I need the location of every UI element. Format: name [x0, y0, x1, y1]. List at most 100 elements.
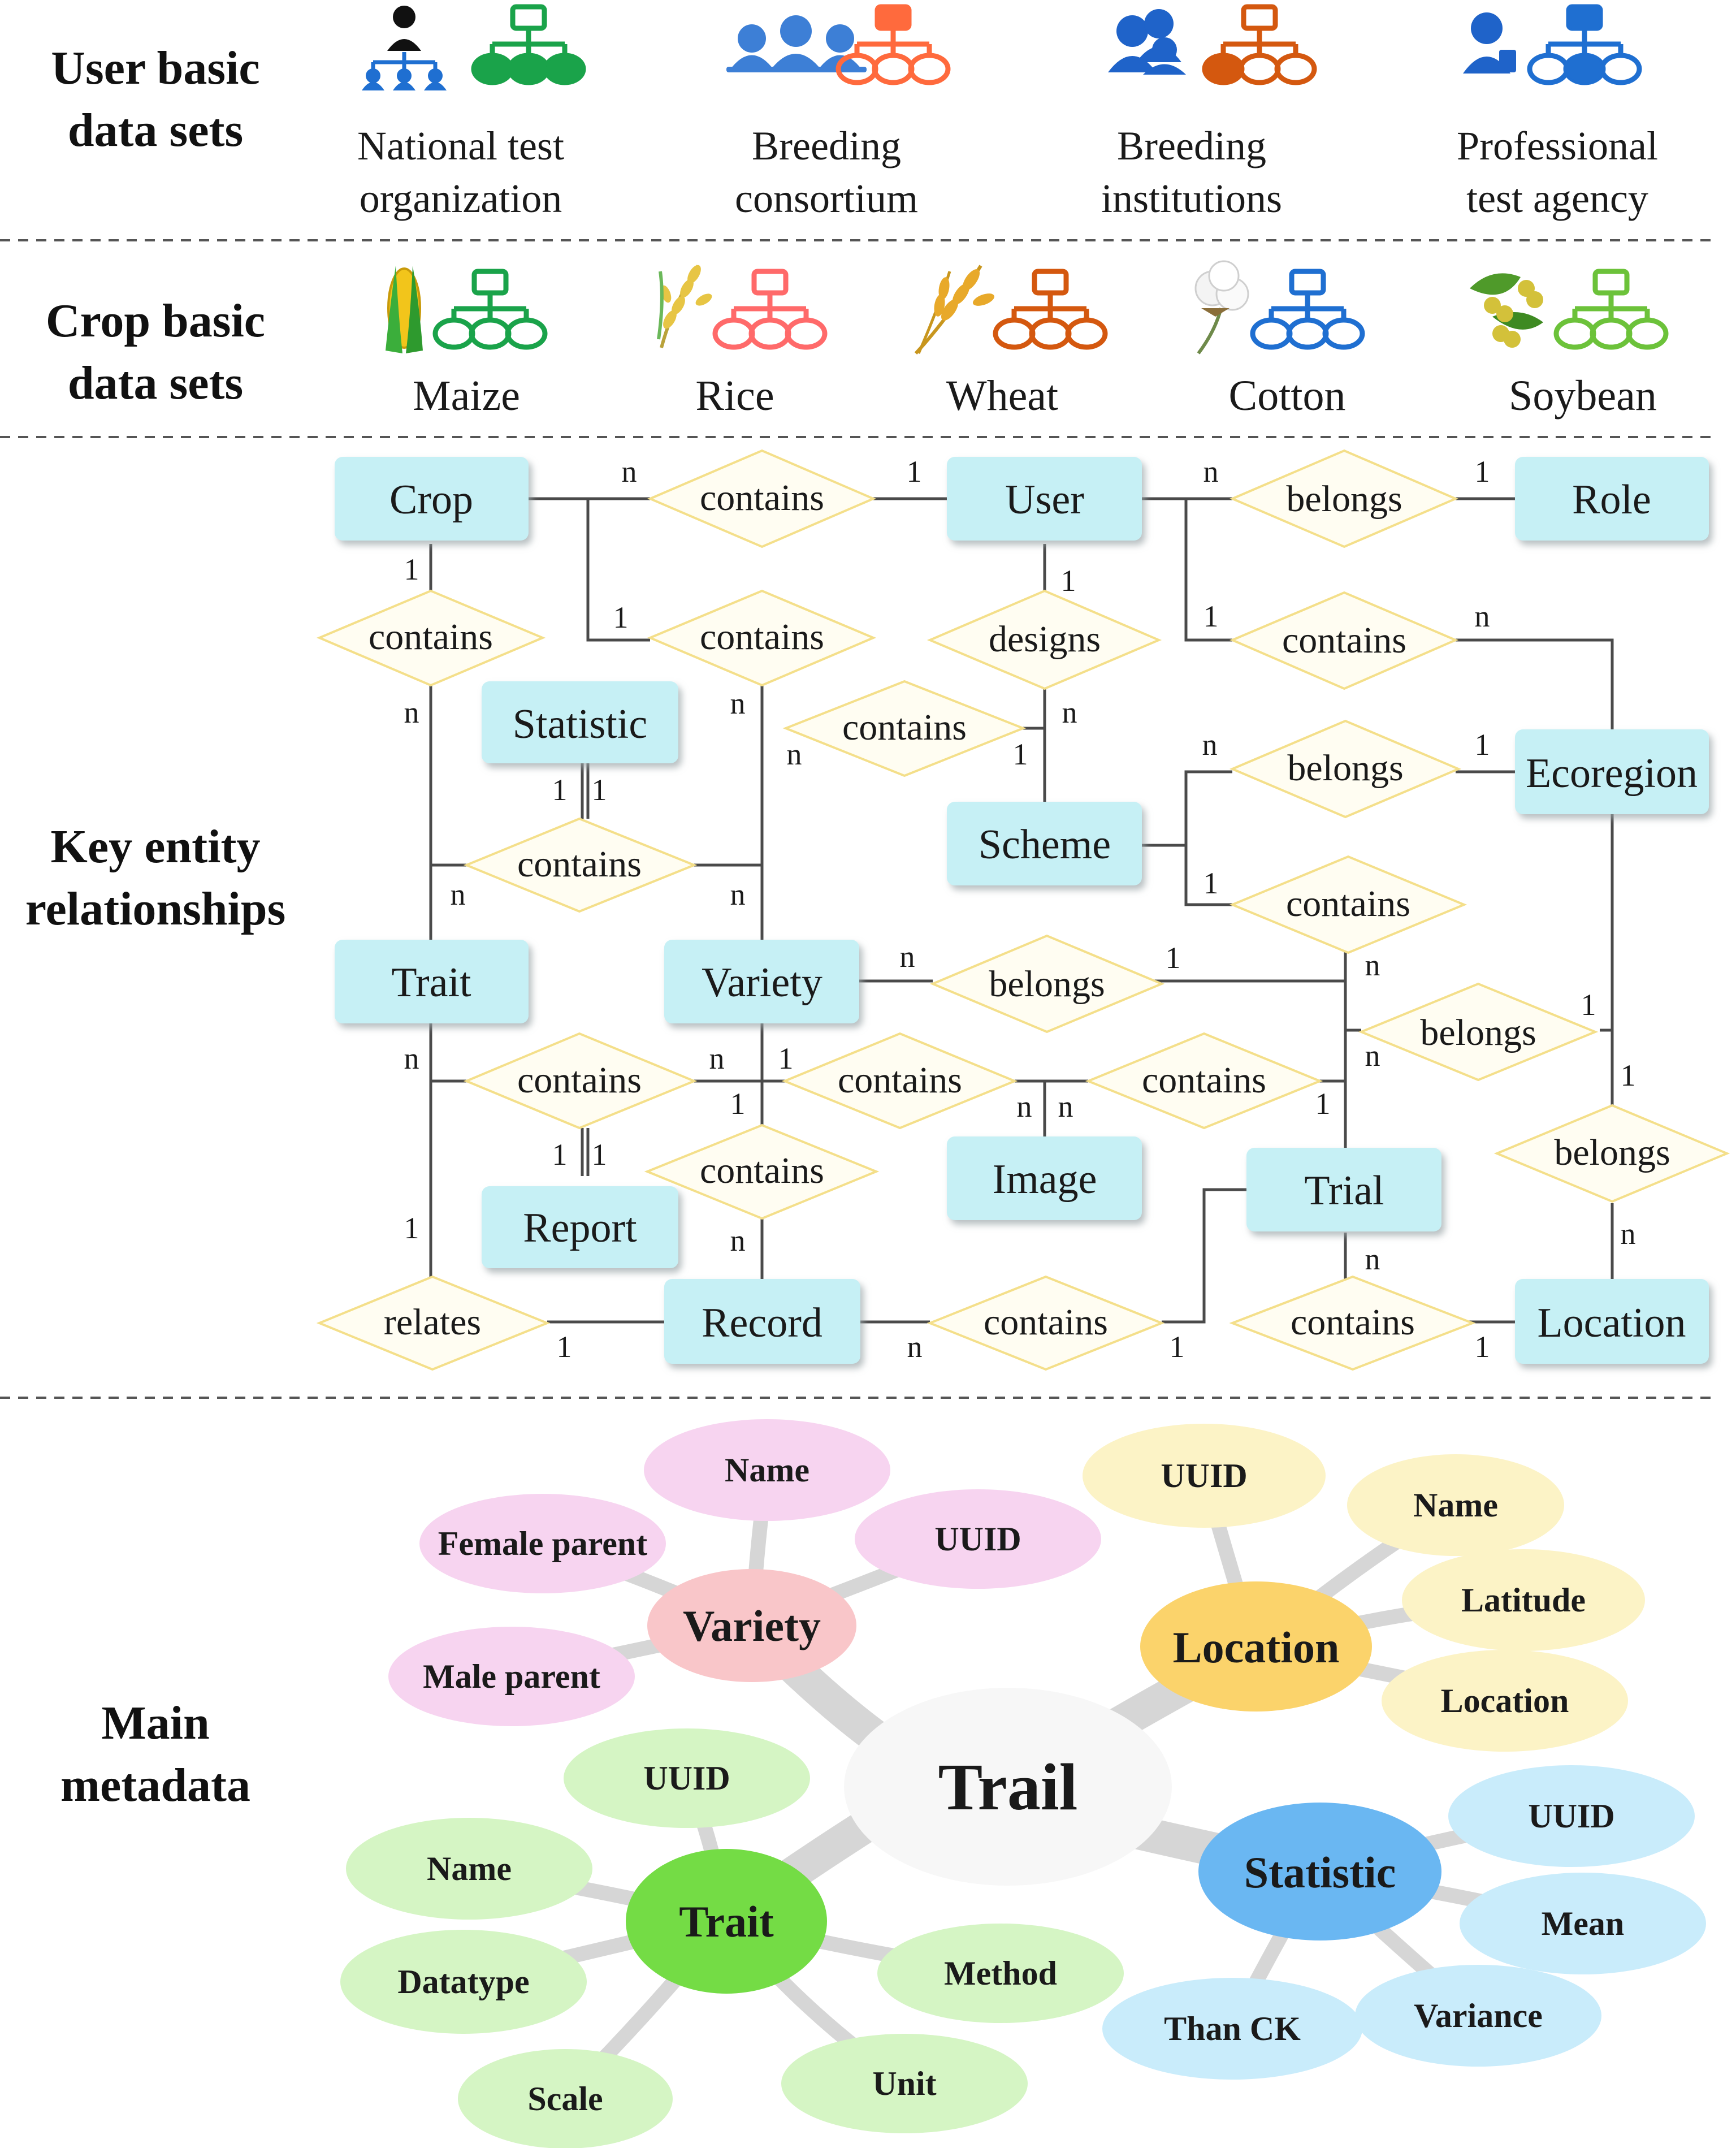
hierarchy-tree-icon — [715, 271, 825, 347]
cardinality-label: 1 — [1475, 1330, 1490, 1364]
relation-record-trial-contains: contains — [927, 1275, 1165, 1371]
cardinality-label: 1 — [1013, 737, 1028, 771]
connector-line — [1184, 845, 1232, 906]
relation-variety-record-contains: contains — [644, 1123, 880, 1220]
hierarchy-tree-icon — [1556, 271, 1666, 347]
svg-text:Key entity: Key entity — [51, 820, 261, 873]
cardinality-label: n — [1062, 695, 1077, 729]
svg-text:contains: contains — [1286, 883, 1410, 924]
relation-trial-ecoregion-belongs: belongs — [1358, 982, 1599, 1082]
section-main-metadata: Main metadata — [60, 1697, 250, 1812]
cardinality-label: n — [730, 878, 746, 911]
org-label: consortium — [735, 176, 918, 221]
wheat-icon — [914, 265, 995, 355]
cardinality-label: 1 — [592, 1138, 607, 1172]
people-pair-icon — [1108, 9, 1186, 75]
hierarchy-tree-icon — [838, 7, 948, 83]
cardinality-label: n — [709, 1041, 725, 1075]
cardinality-label: n — [1475, 599, 1490, 633]
svg-text:Main: Main — [101, 1697, 209, 1749]
cardinality-labels: n 1 n 1 1 1 1 1 n n n n n 1 n 1 1 1 1 n … — [404, 455, 1636, 1364]
svg-text:belongs: belongs — [1554, 1132, 1670, 1173]
org-label: organization — [360, 176, 562, 221]
cardinality-label: n — [1203, 455, 1219, 489]
cardinality-label: 1 — [404, 1211, 419, 1245]
maize-icon — [386, 266, 423, 353]
relation-crop-variety-contains: contains — [647, 589, 877, 687]
metadata-field: Male parent — [423, 1658, 600, 1695]
svg-text:contains: contains — [700, 1150, 824, 1191]
svg-text:contains: contains — [517, 1060, 642, 1101]
svg-text:metadata: metadata — [60, 1759, 250, 1812]
entity-scheme: Scheme — [947, 802, 1142, 885]
org-label: Breeding — [1117, 123, 1266, 168]
metadata-field: Variance — [1414, 1997, 1543, 2034]
cardinality-label: 1 — [907, 455, 922, 489]
relation-crop-user-contains: contains — [647, 449, 877, 548]
cardinality-label: n — [1365, 1039, 1380, 1073]
svg-text:Record: Record — [702, 1300, 822, 1346]
hierarchy-tree-icon — [1205, 7, 1314, 83]
cardinality-label: 1 — [1203, 599, 1219, 633]
svg-text:User basic: User basic — [51, 42, 259, 94]
metadata-field: UUID — [1161, 1457, 1247, 1494]
mindmap-group-location: UUID Name Latitude Location Location — [1083, 1424, 1645, 1752]
metadata-field: Latitude — [1461, 1581, 1586, 1619]
hierarchy-tree-icon — [1530, 7, 1639, 83]
cardinality-label: n — [404, 1041, 419, 1075]
mindmap-center-trail: Trail — [844, 1688, 1172, 1886]
cardinality-label: n — [1365, 948, 1380, 982]
hierarchy-tree-icon — [474, 7, 583, 83]
entity-role: Role — [1515, 457, 1709, 541]
svg-text:data sets: data sets — [68, 104, 243, 157]
metadata-field: Female parent — [438, 1525, 647, 1562]
er-entities: Crop User Role Statistic Scheme Ecoregio… — [335, 457, 1709, 1364]
cardinality-label: n — [1058, 1090, 1073, 1123]
entity-crop: Crop — [335, 457, 529, 541]
metadata-field: Name — [725, 1451, 809, 1489]
crop-maize: Maize — [386, 266, 545, 420]
cardinality-label: n — [622, 455, 637, 489]
svg-text:Statistic: Statistic — [513, 701, 647, 747]
svg-text:Crop basic: Crop basic — [46, 295, 265, 347]
relation-crop-trait-contains: contains — [316, 589, 546, 687]
connector-line — [1184, 499, 1232, 642]
cardinality-label: n — [1202, 728, 1218, 762]
crop-cotton: Cotton — [1194, 260, 1362, 420]
er-connectors — [429, 497, 1614, 1324]
cardinality-label: 1 — [1166, 941, 1181, 975]
cardinality-label: 1 — [557, 1330, 572, 1364]
cardinality-label: 1 — [1475, 728, 1490, 762]
metadata-field: Method — [944, 1955, 1057, 1992]
relation-trait-record-relates: relates — [316, 1275, 551, 1371]
cardinality-label: n — [451, 878, 466, 911]
er-relationships: contains belongs contains contains desig… — [316, 449, 1730, 1371]
person-icon — [1463, 12, 1516, 74]
crop-rice: Rice — [657, 265, 825, 420]
cardinality-label: 1 — [613, 600, 629, 634]
connector-line — [1162, 1188, 1246, 1324]
svg-text:User: User — [1005, 477, 1084, 523]
cardinality-label: 1 — [730, 1087, 746, 1121]
svg-text:contains: contains — [1282, 620, 1406, 661]
svg-text:contains: contains — [369, 616, 493, 658]
organization-professional-test-agency: Professional test agency — [1457, 7, 1658, 221]
organization-national-test: National test organization — [357, 6, 583, 221]
svg-text:Trail: Trail — [938, 1750, 1078, 1824]
svg-text:Scheme: Scheme — [979, 822, 1111, 868]
org-label: Breeding — [752, 123, 901, 168]
svg-text:contains: contains — [1142, 1060, 1266, 1101]
cardinality-label: 1 — [1475, 455, 1490, 489]
svg-text:contains: contains — [700, 616, 824, 658]
svg-text:belongs: belongs — [989, 963, 1105, 1005]
soybean-icon — [1470, 273, 1543, 348]
svg-text:contains: contains — [700, 477, 824, 518]
cardinality-label: 1 — [1203, 866, 1219, 900]
org-label: Professional — [1457, 123, 1658, 168]
svg-text:relates: relates — [384, 1302, 481, 1343]
entity-report: Report — [482, 1186, 678, 1268]
cardinality-label: 1 — [778, 1041, 794, 1075]
entity-trial: Trial — [1246, 1148, 1441, 1231]
connector-line — [1456, 638, 1614, 729]
cardinality-label: 1 — [1315, 1087, 1331, 1121]
